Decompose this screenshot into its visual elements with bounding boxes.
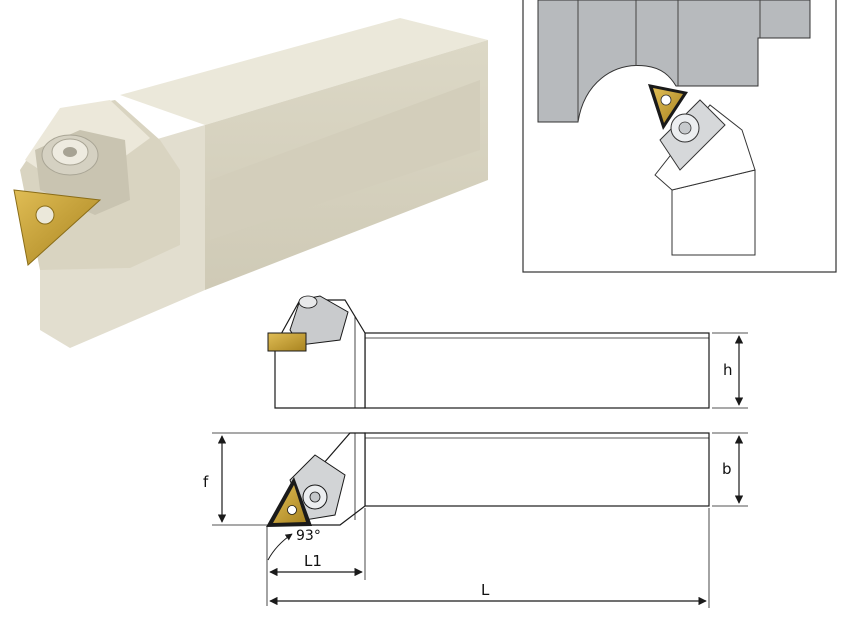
torx-socket (63, 147, 77, 157)
b-label-bg (720, 458, 734, 478)
inset-insert-hole (660, 94, 672, 106)
l1-dimension-label: L1 (304, 552, 322, 570)
top-insert-hole (287, 505, 297, 515)
f-dimension-label: f (203, 473, 209, 491)
h-dimension-label: h (723, 361, 733, 379)
inset-screw-inner (678, 121, 692, 135)
angle-label: 93° (296, 528, 321, 544)
shank-recess (210, 80, 480, 240)
workpiece-profile (537, 0, 811, 123)
side-screw (298, 295, 318, 309)
inset-insert-gold (653, 88, 683, 123)
angle-arc (267, 533, 293, 561)
side-shank (364, 332, 710, 409)
side-view-drawing: h (267, 295, 748, 409)
shank-top-face (120, 18, 488, 125)
l-dimension-label: L (481, 581, 490, 599)
h-label-bg (720, 360, 734, 380)
tool-holder-3d-render (13, 18, 488, 348)
b-dimension-label: b (722, 460, 732, 478)
top-screw-inner (309, 491, 321, 503)
top-view-drawing: b f 93° L1 L (203, 432, 748, 608)
insert-3d (13, 189, 102, 266)
side-insert (267, 332, 307, 352)
top-shank (364, 432, 710, 507)
inset-engagement-view (522, 0, 837, 273)
top-insert-gold (273, 485, 306, 523)
insert-hole-3d (35, 205, 55, 225)
